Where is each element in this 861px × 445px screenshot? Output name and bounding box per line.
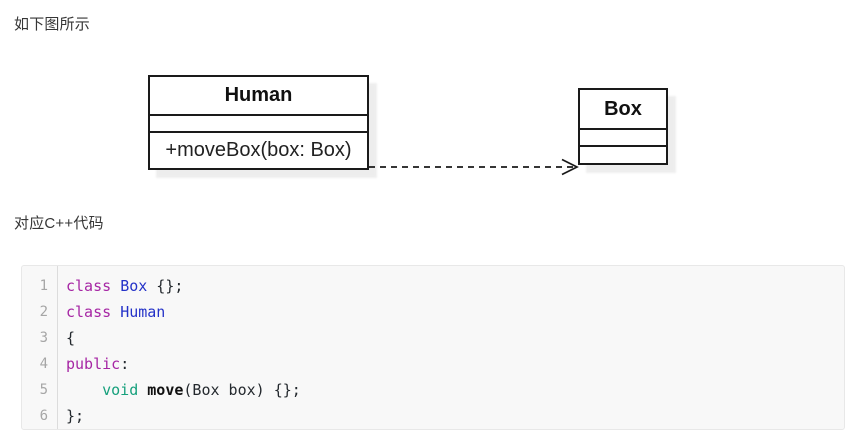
uml-class-human-title: Human — [150, 77, 367, 116]
uml-diagram: Human +moveBox(box: Box) Box — [0, 55, 861, 200]
code-token: {}; — [147, 277, 184, 295]
uml-class-human-operations: +moveBox(box: Box) — [165, 139, 352, 161]
line-number-gutter: 1 2 3 4 5 6 — [22, 266, 58, 429]
code-line: }; — [66, 403, 844, 429]
code-token: }; — [66, 407, 85, 425]
code-token: class — [66, 277, 112, 295]
code-token: public — [66, 355, 121, 373]
code-token: move — [147, 381, 184, 399]
line-number: 6 — [39, 408, 48, 424]
code-token: void — [102, 381, 139, 399]
line-number: 3 — [39, 330, 48, 346]
intro-text: 如下图所示 — [14, 16, 91, 33]
line-number: 2 — [39, 304, 48, 320]
uml-class-human: Human +moveBox(box: Box) — [148, 75, 369, 170]
code-token — [111, 303, 120, 321]
code-token: Box — [120, 277, 148, 295]
code-token: { — [66, 329, 76, 347]
code-token — [66, 381, 102, 399]
code-line: class Box {}; — [66, 273, 844, 299]
uml-class-box-attributes — [580, 130, 666, 147]
code-token: Human — [120, 303, 166, 321]
code-token: (Box box) {}; — [183, 381, 301, 399]
code-token: : — [120, 355, 130, 373]
line-number: 5 — [39, 382, 48, 398]
code-token: class — [66, 303, 112, 321]
code-line: { — [66, 325, 844, 351]
line-number: 4 — [39, 356, 48, 372]
code-token — [111, 277, 120, 295]
code-line: public: — [66, 351, 844, 377]
code-line: void move(Box box) {}; — [66, 377, 844, 403]
code-label: 对应C++代码 — [14, 215, 104, 232]
line-number: 1 — [39, 278, 48, 294]
uml-class-box-title: Box — [580, 90, 666, 130]
code-token — [138, 381, 147, 399]
code-line: class Human — [66, 299, 844, 325]
uml-class-human-attributes — [150, 116, 367, 133]
dependency-arrow-icon — [369, 158, 579, 176]
uml-class-box: Box — [578, 88, 668, 165]
code-lines: class Box {};class Human{public: void mo… — [58, 266, 844, 429]
uml-class-box-operations — [580, 147, 666, 163]
